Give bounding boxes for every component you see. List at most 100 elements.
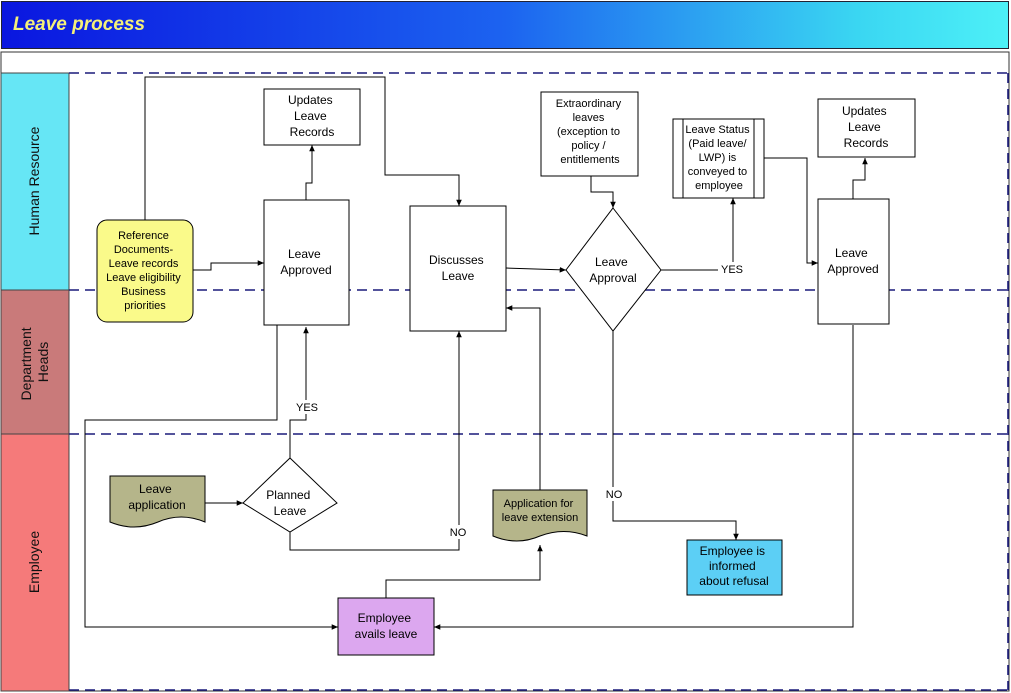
node-line: Application for [504,498,574,510]
lane-label-dept-line: Heads [35,342,51,382]
connector-approved-to-updates [305,145,315,200]
connector-discusses-to-approval [505,266,567,273]
leave-application-label: Leave application [128,482,185,512]
connector-planned-yes-to-approved [289,327,309,458]
node-line: Employee [358,611,412,625]
node-line: (Paid leave/ [688,138,747,150]
node-line: leave extension [502,512,578,524]
node-line: Records [290,125,335,139]
lane-label-employee: Employee [26,531,42,593]
node-line: LWP) is [699,152,737,164]
node-line: Documents- [114,244,174,256]
leave-approved-label: Leave Approved [280,247,331,277]
node-line: Reference [118,230,169,242]
node-line: Approved [827,262,878,276]
node-line: Records [844,136,889,150]
updates-leave-records-box [263,88,361,146]
title-bar: Leave process [1,1,1009,49]
planned-leave-label: Planned Leave [266,488,313,518]
planned-leave-diamond [242,457,338,533]
discusses-leave-label: Discusses Leave [429,253,487,283]
connector-avails-to-extension [385,545,543,598]
node-line: Updates [842,104,887,118]
connector-extraordinary-to-approval [590,176,616,208]
node-line: Leave Status [685,124,750,136]
node-line: Leave [139,482,172,496]
lane-label-dept-line: Department [18,327,34,400]
extraordinary-leaves-label: Extraordinary leaves (exception to polic… [556,98,624,166]
edge-label-yes-planned: YES [296,402,318,414]
node-line: application [128,498,185,512]
page-title: Leave process [13,14,146,35]
employee-informed-label: Employee is informed about refusal [699,544,768,588]
updates-leave-records-box-2 [817,98,916,158]
node-line: Employee is [700,544,765,558]
connectors [84,76,868,630]
application-extension-label: Application for leave extension [502,498,578,524]
node-line: avails leave [355,627,418,641]
node-line: leaves [573,112,605,124]
leave-approval-label: Leave Approval [589,255,636,285]
discusses-leave-box [409,205,507,332]
node-line: employee [695,180,743,192]
connector-planned-no-to-discusses [289,331,462,551]
leave-status-label: Leave Status (Paid leave/ LWP) is convey… [685,124,752,192]
reference-documents-label: Reference Documents- Leave records Leave… [106,230,184,312]
pool-frame [0,51,1010,692]
lane-header-employee [0,433,70,692]
employee-informed-box [686,539,783,596]
leave-approved-box [263,199,350,326]
node-line: Leave eligibility [106,272,181,284]
leave-approval-diamond [565,207,662,332]
connector-reference-to-approved [193,260,264,271]
node-line: conveyed to [688,166,747,178]
node-line: informed [709,559,756,573]
leave-status-box [672,118,765,199]
node-line: about refusal [699,574,768,588]
connector-status-to-approved [764,157,818,266]
lane-label-hr: Human Resource [26,126,42,235]
node-line: Leave records [109,258,179,270]
node-line: Extraordinary [556,98,622,110]
employee-avails-label: Employee avails leave [355,611,418,641]
application-extension-document [492,489,588,542]
updates-leave-records-label-2: Updates Leave Records [842,104,890,150]
node-line: Discusses [429,253,484,267]
edge-label-no-approval: NO [606,489,623,501]
lane-header-hr [0,72,70,291]
node-line: entitlements [560,154,620,166]
connector-approved-to-avails [84,325,338,630]
node-line: Leave [294,109,327,123]
node-line: Leave [274,504,307,518]
lane-label-dept: Department Heads [18,323,51,400]
node-line: Business [121,286,166,298]
leave-approved-label-2: Leave Approved [827,246,878,276]
node-line: Leave [595,255,628,269]
node-line: Leave [848,120,881,134]
connector-approval-no-to-informed [612,331,739,540]
node-line: Leave [835,246,868,260]
node-line: Approved [280,263,331,277]
edge-label-bg [446,525,470,539]
updates-leave-records-label: Updates Leave Records [288,93,336,139]
extraordinary-leaves-box [540,91,639,177]
edge-label-bg [718,262,746,276]
node-line: Leave [442,269,475,283]
connector-extension-to-discusses [505,305,541,490]
node-line: Updates [288,93,333,107]
edge-label-no-planned: NO [450,527,467,539]
node-line: Planned [266,488,310,502]
node-line: policy / [571,140,606,152]
node-line: Leave [288,247,321,261]
reference-documents-box [96,219,194,323]
node-line: Approval [589,271,636,285]
employee-avails-box [337,597,435,656]
edge-label-bg [602,487,626,501]
leave-approved-box-2 [817,198,890,325]
connector-approved-to-updates-2 [852,158,868,199]
connector-reference-to-discusses [144,76,462,220]
node-line: (exception to [557,126,620,138]
edge-label-bg [294,400,320,414]
node-line: priorities [124,300,166,312]
